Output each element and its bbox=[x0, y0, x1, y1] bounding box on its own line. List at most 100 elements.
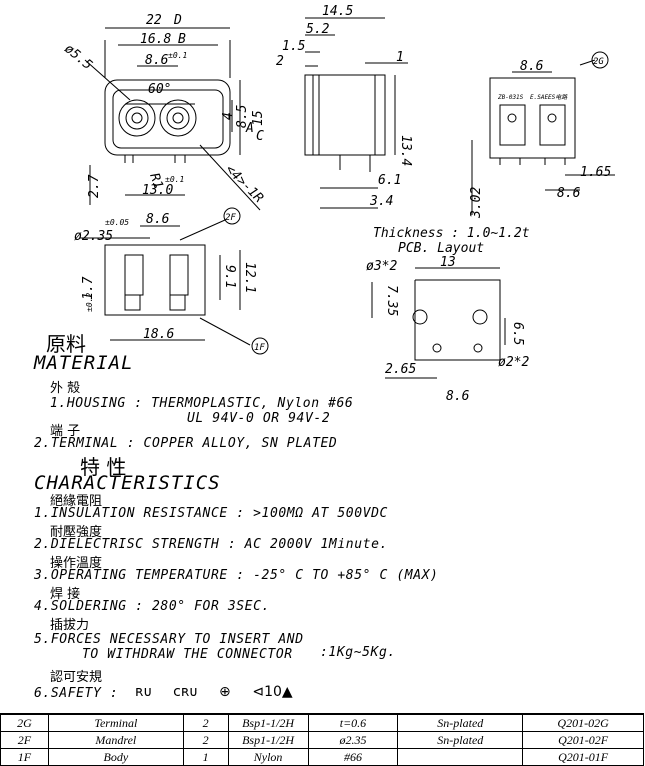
table-cell: ø2.35 bbox=[307, 731, 399, 749]
char-4: 4.SOLDERING : 280° FOR 3SEC. bbox=[34, 599, 270, 614]
table-cell: 2F bbox=[0, 731, 49, 749]
table-cell: #66 bbox=[307, 748, 399, 766]
dim-4: 4 bbox=[221, 112, 236, 120]
dim-sec-8-6: 8.6 bbox=[146, 212, 170, 227]
dim-12-1: 12.1 bbox=[242, 262, 257, 293]
tag-2f: 2F bbox=[225, 213, 236, 223]
table-cell: 2G bbox=[0, 713, 49, 732]
dim-3x2: ø3*2 bbox=[366, 259, 397, 274]
char-5a: 5.FORCES NECESSARY TO INSERT AND bbox=[34, 632, 304, 647]
table-cell bbox=[397, 748, 524, 766]
tag-d: D bbox=[173, 13, 182, 28]
dim-2-35: ø2.35 bbox=[74, 229, 113, 244]
tol-005: ±0.05 bbox=[105, 218, 129, 227]
tag-b: B bbox=[178, 32, 186, 47]
table-cell: Sn-plated bbox=[397, 731, 524, 749]
cqc-logo-icon: ⊕ bbox=[218, 684, 231, 700]
table-cell: Bsp1-1/2H bbox=[227, 713, 309, 732]
section-view-body bbox=[104, 244, 206, 316]
dim-18-6: 18.6 bbox=[143, 327, 174, 342]
ul-logo-icon: ʀᴜ bbox=[135, 684, 152, 700]
dim-1-5: 1.5 bbox=[282, 39, 306, 54]
tag-a: A bbox=[245, 121, 254, 136]
table-cell: 1F bbox=[0, 748, 49, 766]
char-6: 6.SAFETY : bbox=[34, 686, 119, 701]
rear-label-2: E.SAEES电路 bbox=[530, 93, 568, 101]
dim-13-4: 13.4 bbox=[398, 135, 413, 166]
tag-2g: 2G bbox=[593, 57, 604, 67]
char-6-cjk: 認可安規 bbox=[50, 670, 103, 685]
char-5b: TO WITHDRAW THE CONNECTOR bbox=[82, 647, 293, 662]
pcb-thickness: Thickness : 1.0~1.2t bbox=[373, 226, 530, 241]
dim-7-35: 7.35 bbox=[384, 285, 399, 316]
table-cell: 2 bbox=[182, 731, 229, 749]
table-row: 2G Terminal 2 Bsp1-1/2H t=0.6 Sn-plated … bbox=[0, 713, 644, 732]
char-4-cjk: 焊 接 bbox=[50, 587, 81, 602]
dim-rear-8-6b: 8.6 bbox=[557, 186, 581, 201]
terminal-cjk: 端 子 bbox=[50, 424, 81, 439]
technical-drawing: 22 D 16.8 B 8.6 ±0.1 ø5.5 60° 8.5 A 4 15… bbox=[61, 4, 615, 400]
dim-8-6: 8.6 bbox=[145, 53, 169, 68]
tag-1f: 1F bbox=[254, 343, 265, 353]
housing-cjk: 外 殼 bbox=[50, 381, 81, 396]
table-cell: Nylon bbox=[227, 748, 309, 766]
tol-b: ±0.1 bbox=[165, 175, 184, 184]
bom-table: 2G Terminal 2 Bsp1-1/2H t=0.6 Sn-plated … bbox=[0, 713, 644, 766]
vde-logo-icon: ⊲10▲ bbox=[252, 684, 293, 700]
dim-6-5: 6.5 bbox=[510, 322, 525, 346]
dim-8-5: 8.5 bbox=[235, 104, 250, 128]
dim-3-02: 3.02 bbox=[469, 187, 484, 219]
angle-note: <4>-1R bbox=[222, 162, 266, 206]
table-cell: Q201-01F bbox=[522, 748, 644, 766]
dim-pcb-13: 13 bbox=[440, 255, 456, 270]
tol-02: ±0.2 bbox=[85, 293, 94, 312]
table-cell: Sn-plated bbox=[397, 713, 524, 732]
char-5-cjk: 插拔力 bbox=[50, 618, 90, 633]
table-cell: t=0.6 bbox=[307, 713, 399, 732]
rear-label-1: ZB-031S bbox=[497, 94, 524, 101]
dim-1: 1 bbox=[396, 50, 404, 65]
characteristics-cjk-title: 特 性 bbox=[80, 455, 127, 479]
char-1: 1.INSULATION RESISTANCE : >100MΩ AT 500V… bbox=[34, 506, 388, 521]
dim-2: 2 bbox=[276, 54, 284, 69]
char-3: 3.OPERATING TEMPERATURE : -25° C TO +85°… bbox=[34, 568, 439, 583]
dim-5-5: ø5.5 bbox=[61, 41, 95, 73]
char-2-cjk: 耐壓強度 bbox=[50, 525, 103, 540]
material-title: MATERIAL bbox=[34, 352, 134, 374]
cul-logo-icon: cʀᴜ bbox=[173, 684, 198, 700]
table-cell: Q201-02F bbox=[522, 731, 644, 749]
tag-c: C bbox=[256, 129, 264, 144]
table-cell: Terminal bbox=[47, 713, 184, 732]
table-cell: 1 bbox=[182, 748, 229, 766]
dim-2x2: ø2*2 bbox=[498, 355, 529, 370]
table-cell: Body bbox=[47, 748, 184, 766]
rear-view-body bbox=[489, 77, 576, 159]
dim-16-8: 16.8 bbox=[140, 32, 171, 47]
material-cjk-title: 原料 bbox=[46, 332, 86, 356]
dim-9-1: 9.1 bbox=[222, 265, 237, 288]
dim-r1: R1 bbox=[146, 171, 165, 191]
housing-line-1: 1.HOUSING : THERMOPLASTIC, Nylon #66 bbox=[50, 396, 354, 411]
dim-14-5: 14.5 bbox=[322, 4, 353, 19]
characteristics-title: CHARACTERISTICS bbox=[34, 472, 221, 494]
table-cell: Mandrel bbox=[47, 731, 184, 749]
table-cell: Q201-02G bbox=[522, 713, 644, 732]
tol-a: ±0.1 bbox=[168, 51, 187, 60]
side-view-body bbox=[304, 74, 386, 156]
front-view-body bbox=[104, 79, 231, 156]
char-3-cjk: 操作溫度 bbox=[50, 556, 103, 571]
dim-6-1: 6.1 bbox=[378, 173, 401, 188]
dim-5-2: 5.2 bbox=[306, 22, 330, 37]
dim-1-65: 1.65 bbox=[580, 165, 611, 180]
housing-line-2: UL 94V-0 OR 94V-2 bbox=[187, 411, 331, 426]
dim-13-0: 13.0 bbox=[142, 183, 173, 198]
dim-60: 60° bbox=[148, 82, 171, 97]
pcb-layout-title: PCB. Layout bbox=[398, 241, 484, 256]
terminal-line: 2.TERMINAL : COPPER ALLOY, SN PLATED bbox=[34, 436, 338, 451]
dim-rear-8-6: 8.6 bbox=[520, 59, 544, 74]
dim-pcb-8-6: 8.6 bbox=[446, 389, 470, 400]
safety-logos: ʀᴜ cʀᴜ ⊕ ⊲10▲ bbox=[135, 681, 305, 700]
dim-15: 15 bbox=[251, 110, 266, 126]
table-cell: Bsp1-1/2H bbox=[227, 731, 309, 749]
pcb-outline bbox=[414, 279, 501, 361]
